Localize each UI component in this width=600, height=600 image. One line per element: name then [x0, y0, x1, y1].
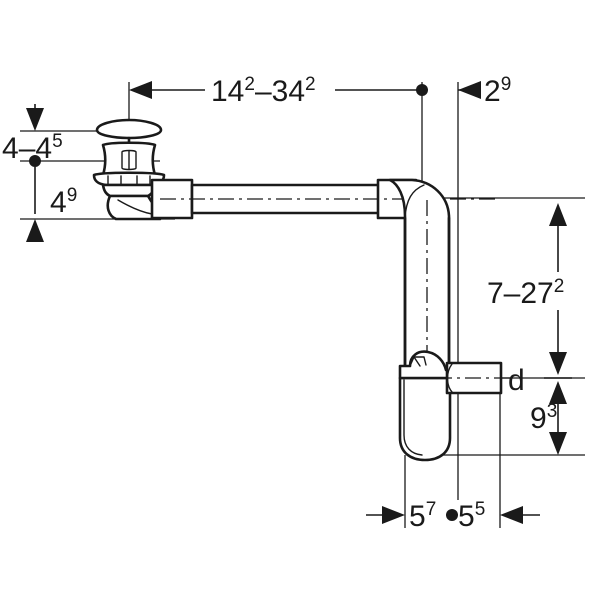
valve-body-collar: [101, 183, 157, 198]
dimension-bottom-group: 57 55: [366, 499, 540, 533]
dim-bottom-right-base: 5: [458, 500, 475, 533]
valve-grate: [107, 175, 151, 185]
dim-label-top-right-offset: 29: [484, 74, 511, 108]
valve-funnel-inner-edge: [117, 199, 153, 215]
trap-inner-contour: [403, 379, 423, 456]
dim-left-lower-sup: 9: [67, 185, 78, 206]
dim-label-right-lower: 93: [530, 401, 557, 435]
dim-right-lower-base: 9: [530, 402, 547, 435]
arrow-top-left: [129, 81, 152, 99]
dim-label-top-horizontal: 142–342: [211, 74, 316, 108]
trap-seal-notch-edge: [413, 356, 421, 367]
dim-label-bottom-left: 57: [409, 499, 436, 533]
dim-bottom-left-base: 5: [409, 500, 426, 533]
node-dot-bottom-middle: [446, 509, 458, 521]
dim-label-bottom-right: 55: [458, 499, 485, 533]
dim-2-9-sup: 9: [501, 74, 512, 95]
dim-top-base: 14: [211, 75, 244, 108]
dim-right-upper-sup: 2: [554, 276, 565, 297]
arrow-right-upper-up: [549, 203, 567, 226]
dim-left-upper-base: 4: [2, 132, 19, 165]
dim-top-dash: –34: [255, 75, 305, 108]
dim-label-outlet-diameter: d: [508, 364, 525, 397]
dim-left-lower-base: 4: [50, 186, 67, 219]
node-dot-top-right: [416, 84, 428, 96]
dim-label-left-upper: 4–45: [2, 131, 63, 165]
bottle-trap-body: [398, 350, 454, 462]
valve-cap-plate: [95, 118, 163, 140]
arrow-left-lower-up: [26, 219, 44, 242]
dim-bottom-right-sup: 5: [475, 499, 486, 520]
arrow-right-upper-down: [549, 352, 567, 375]
dim-bottom-left-sup: 7: [426, 499, 437, 520]
dim-top-sup1: 2: [244, 74, 255, 95]
dim-label-left-lower: 49: [50, 185, 77, 219]
arrow-left-upper-down: [26, 108, 44, 131]
arrow-right-lower-up: [549, 381, 567, 404]
dimension-top-right-offset: 29: [458, 74, 511, 108]
node-dot-left-middle: [29, 155, 41, 167]
dim-2-9-base: 2: [484, 75, 501, 108]
dim-left-upper-sup: 5: [52, 131, 63, 152]
dim-right-upper-base: 7–27: [487, 277, 554, 310]
arrow-2-9: [458, 81, 481, 99]
dimension-top-horizontal: 142–342: [129, 74, 428, 108]
trap-body-cylinder: [398, 376, 452, 462]
dim-left-upper-dash: –4: [19, 132, 52, 165]
arrow-right-lower-down: [549, 432, 567, 455]
horizontal-outlet-pipe: [436, 361, 512, 395]
elbow-inner-radius: [404, 184, 425, 219]
dimension-right-group: 7–272 93 d: [487, 203, 572, 455]
dim-label-right-upper: 7–272: [487, 276, 564, 310]
arrow-bottom-left: [382, 506, 405, 524]
dim-right-lower-sup: 3: [547, 401, 558, 422]
extension-lines: [20, 82, 585, 528]
arrow-bottom-right: [500, 506, 523, 524]
trap-seal-notch: [409, 356, 427, 367]
dim-top-sup2: 2: [305, 74, 316, 95]
dimension-left-group: 4–45 49: [2, 104, 77, 242]
